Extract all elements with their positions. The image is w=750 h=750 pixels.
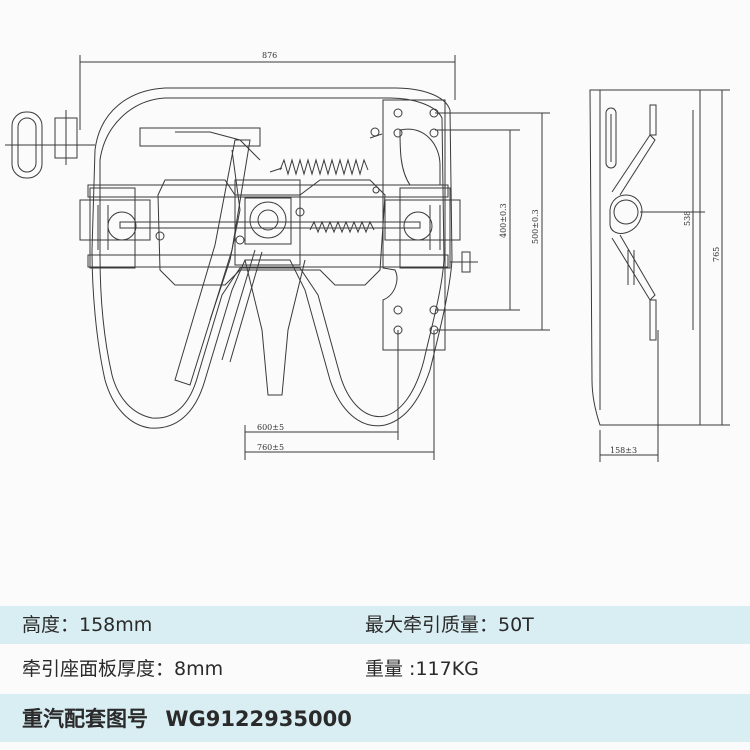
spec-weight: 重量 :117KG <box>365 658 479 680</box>
left-bracket <box>79 187 165 269</box>
spec-row-2: 牵引座面板厚度：8mm 重量 :117KG <box>0 650 750 688</box>
spec-height: 高度：158mm <box>22 614 153 636</box>
center-rail <box>119 221 421 229</box>
dim-876-line <box>79 55 456 130</box>
dim-400-label: 400±0.3 <box>499 203 508 238</box>
lower-spring <box>309 186 380 234</box>
dim-876-label: 876 <box>262 51 277 60</box>
dim-765-label: 765 <box>712 247 721 262</box>
lever-arm <box>174 139 263 386</box>
kingpin-throat <box>244 259 306 396</box>
upper-rail <box>87 184 449 198</box>
upper-spring <box>269 127 383 176</box>
lower-rail <box>87 254 449 268</box>
spec-max-traction: 最大牵引质量：50T <box>365 614 534 636</box>
dim-vertical-lines <box>435 112 550 331</box>
drawing-number: 重汽配套图号 WG9122935000 <box>22 703 352 733</box>
drawing-number-value: WG9122935000 <box>165 707 352 731</box>
technical-drawing: 876 400±0.3 500±0.3 600±5 760±5 538 765 … <box>5 51 730 462</box>
dim-760-label: 760±5 <box>257 443 284 452</box>
dim-600-label: 600±5 <box>257 423 284 432</box>
dim-538-label: 538 <box>683 211 692 226</box>
fifth-wheel-plate-outline <box>91 87 453 429</box>
drawing-number-label: 重汽配套图号 <box>22 707 148 731</box>
spec-row-3: 重汽配套图号 WG9122935000 <box>0 694 750 742</box>
dim-horizontal-lines <box>244 330 435 460</box>
right-bracket <box>384 187 478 273</box>
release-handle <box>5 110 95 179</box>
spec-plate-thickness: 牵引座面板厚度：8mm <box>22 658 224 680</box>
spec-row-1: 高度：158mm 最大牵引质量：50T <box>0 606 750 644</box>
dim-500-label: 500±0.3 <box>531 209 540 244</box>
plate-inner-outline <box>99 97 445 419</box>
side-view <box>589 89 730 462</box>
lock-mechanism <box>157 179 386 286</box>
top-bracket <box>139 127 261 161</box>
dim-158-label: 158±3 <box>610 446 637 455</box>
